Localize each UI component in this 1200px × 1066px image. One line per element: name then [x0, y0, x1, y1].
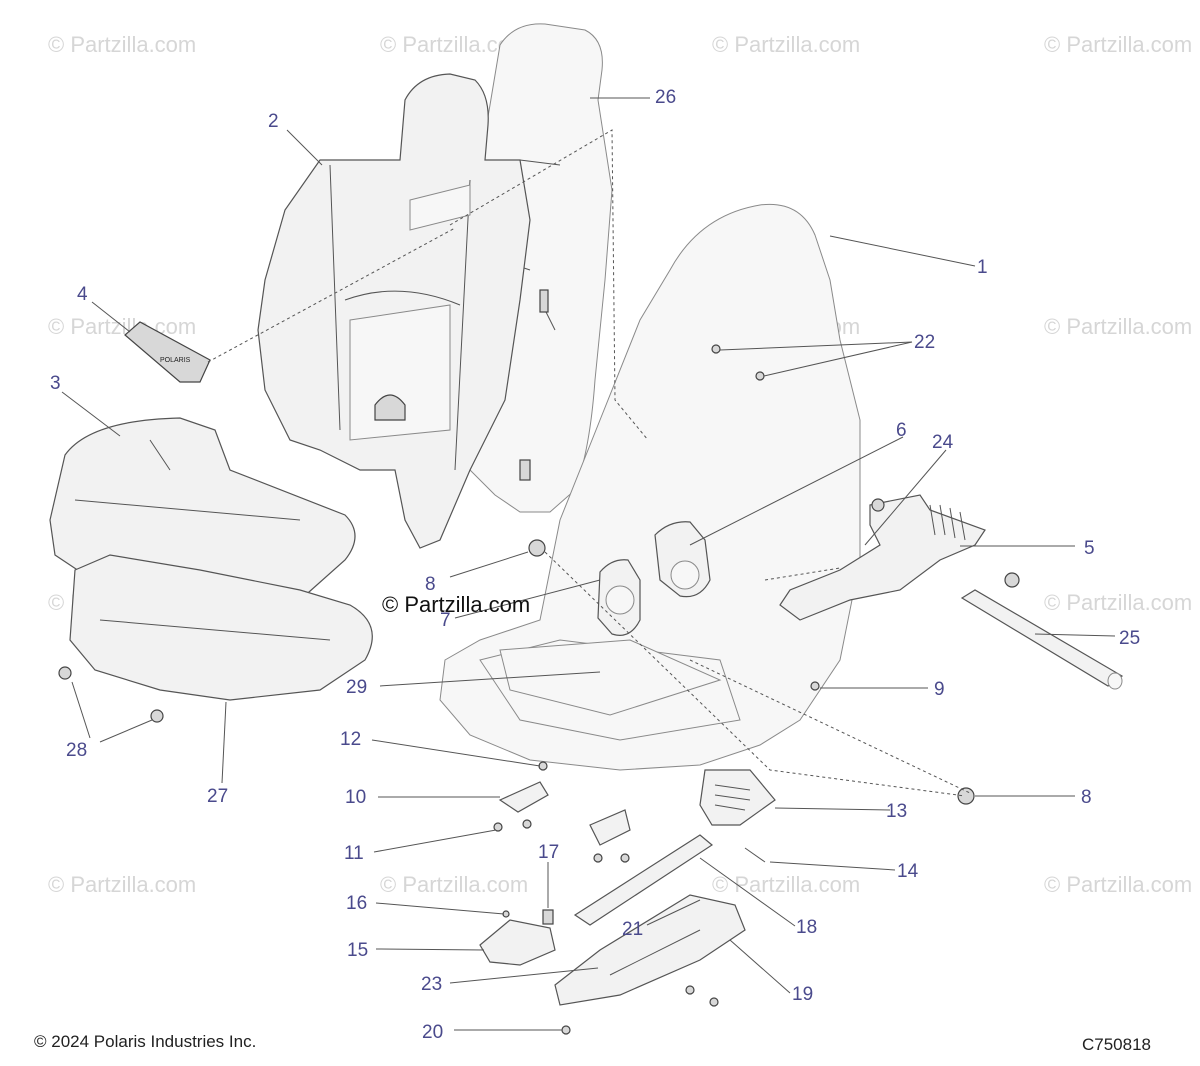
callout-2: 2: [268, 111, 279, 132]
part-13-bracket: [699, 769, 776, 826]
callout-8: 8: [425, 574, 436, 595]
part-19-rail-housing: [554, 894, 746, 1006]
watermark: © Partzilla.com: [48, 314, 196, 339]
callout-5: 5: [1084, 538, 1095, 559]
part-7-hinge-cover: [597, 559, 641, 636]
diagram-code: C750818: [1082, 1035, 1151, 1054]
copyright-text: © 2024 Polaris Industries Inc.: [34, 1032, 256, 1051]
part-2-seat-back: [257, 73, 531, 549]
callout-23: 23: [421, 974, 442, 995]
part-22-nut: [711, 344, 765, 381]
callout-14: 14: [897, 861, 919, 882]
part-8-bumper: [528, 539, 1020, 805]
fasteners-small: [493, 761, 719, 1035]
callout-3: 3: [50, 373, 61, 394]
watermark: © Partzilla.com: [48, 872, 196, 897]
callout-12: 12: [340, 729, 361, 750]
callout-18: 18: [796, 917, 817, 938]
callout-6: 6: [896, 420, 907, 441]
callout-26: 26: [655, 87, 676, 108]
part-4-emblem-pad: POLARIS: [124, 321, 211, 383]
callout-10: 10: [345, 787, 366, 808]
watermark: © Partzilla.com: [1044, 32, 1192, 57]
watermark: © Partzilla.com: [1044, 314, 1192, 339]
part-9-bolt: [810, 681, 820, 691]
callout-8-lower: 8: [1081, 787, 1092, 808]
callout-1: 1: [977, 257, 988, 278]
part-29-seat-pad: [499, 639, 722, 716]
watermark: © Partzilla.com: [712, 872, 860, 897]
callout-29: 29: [346, 677, 367, 698]
callout-13: 13: [886, 801, 907, 822]
callout-21: 21: [622, 919, 643, 940]
leader-lines: [61, 97, 1116, 1031]
callout-28: 28: [66, 740, 87, 761]
watermark: © Partzilla.com: [1044, 872, 1192, 897]
part-6-hinge-cover: [654, 521, 711, 598]
watermark: © Partzilla.com: [48, 32, 196, 57]
part-17-spring: [542, 909, 554, 925]
part-10-bracket: [498, 781, 631, 846]
callout-22: 22: [914, 332, 935, 353]
callout-17: 17: [538, 842, 559, 863]
callout-9: 9: [934, 679, 945, 700]
part-25-bar: [960, 589, 1124, 690]
svg-text:POLARIS: POLARIS: [160, 357, 191, 364]
part-27-cushion-base: [69, 554, 373, 701]
watermark: © Partzilla.com: [1044, 590, 1192, 615]
callout-24: 24: [932, 432, 954, 453]
part-15-latch: [479, 919, 556, 966]
callout-25: 25: [1119, 628, 1140, 649]
watermark: © Partzilla.com: [380, 872, 528, 897]
callout-7: 7: [440, 610, 451, 631]
alignment-lines: [207, 129, 971, 797]
callout-27: 27: [207, 786, 228, 807]
part-24-seat-rail: [779, 494, 986, 621]
watermark: © Partzilla.com: [712, 32, 860, 57]
callout-19: 19: [792, 984, 813, 1005]
part-18-lever: [573, 834, 714, 926]
center-watermark: © Partzilla.com: [382, 592, 530, 617]
callout-16: 16: [346, 893, 367, 914]
callout-15: 15: [347, 940, 368, 961]
part-14-pin: [744, 847, 766, 863]
callout-labels: 2 26 1 4 22 3 6 24 5 8 7 25 9 29 28 12 2…: [50, 87, 1140, 1043]
callout-20: 20: [422, 1022, 443, 1043]
callout-11: 11: [344, 843, 364, 864]
callout-4: 4: [77, 284, 88, 305]
part-28-fasteners: [58, 666, 164, 723]
